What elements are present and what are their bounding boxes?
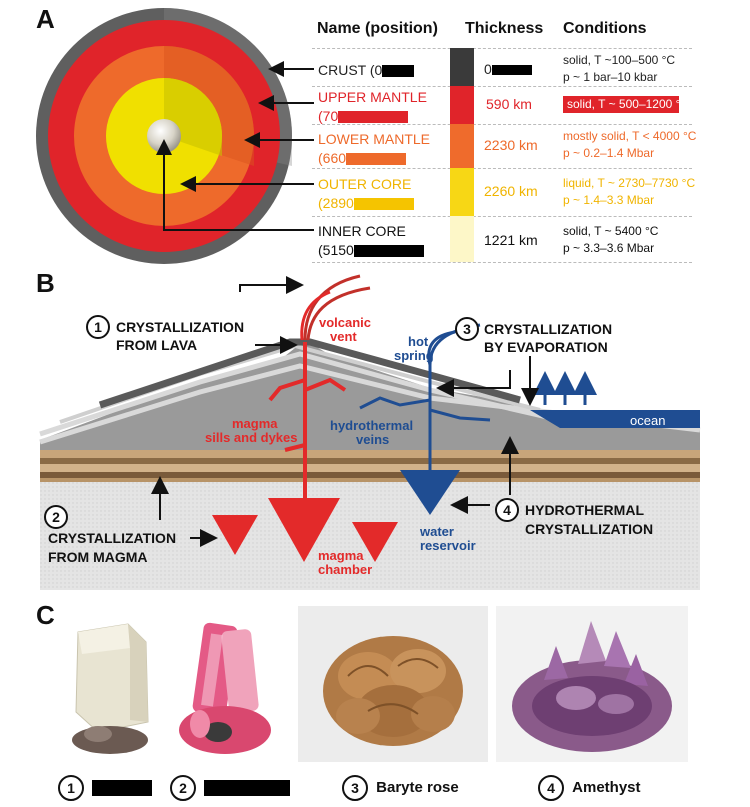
inner-core-sphere: [147, 119, 181, 153]
volcanic-vent-plume: [300, 274, 371, 341]
svg-text:HYDROTHERMAL: HYDROTHERMAL: [525, 502, 644, 518]
ocean-label: ocean: [630, 413, 665, 428]
magma-sills-label: magma: [232, 416, 278, 431]
header-conditions: Conditions: [563, 20, 647, 37]
svg-text:CRYSTALLIZATION: CRYSTALLIZATION: [525, 521, 653, 537]
magma-chamber-small: [212, 515, 258, 555]
svg-text:reservoir: reservoir: [420, 538, 476, 553]
svg-text:2: 2: [52, 509, 60, 525]
magma-chamber-right: [352, 522, 398, 562]
crystallization-diagram: ocean volca: [39, 274, 701, 590]
layer-name: CRUST (0: [318, 62, 383, 78]
band-crust: [450, 48, 474, 86]
evaporation-arrows: [533, 371, 597, 405]
layer-name: OUTER CORE: [318, 176, 412, 192]
volcanic-vent-label: volcanic: [319, 315, 371, 330]
band-outer-core: [450, 168, 474, 216]
specimen-2-photo: [179, 622, 271, 754]
svg-text:BY EVAPORATION: BY EVAPORATION: [484, 339, 608, 355]
header-thickness: Thickness: [465, 20, 544, 37]
svg-text:CRYSTALLIZATION: CRYSTALLIZATION: [484, 321, 612, 337]
specimen-3-photo: [298, 606, 488, 762]
terrain: [40, 340, 700, 450]
layer-name: LOWER MANTLE: [318, 131, 431, 147]
svg-text:3: 3: [463, 321, 471, 337]
svg-text:veins: veins: [356, 432, 389, 447]
process-2-label: 2 CRYSTALLIZATION FROM MAGMA: [44, 505, 176, 565]
specimen-2-caption: 2: [170, 775, 291, 801]
ocean-body: [530, 410, 700, 428]
panel-label-c: C: [36, 600, 55, 630]
layer-name: UPPER MANTLE: [318, 89, 427, 105]
hot-spring-label: hot: [408, 334, 429, 349]
band-lower-mantle: [450, 124, 474, 168]
earth-cross-section: [36, 8, 292, 264]
svg-text:1: 1: [94, 319, 102, 335]
svg-text:vent: vent: [330, 329, 357, 344]
header-name: Name (position): [317, 20, 438, 37]
band-inner-core: [450, 216, 474, 262]
specimen-3-caption: 3 Baryte rose: [342, 775, 459, 801]
process-4-label: 4 HYDROTHERMAL CRYSTALLIZATION: [495, 498, 653, 537]
specimen-1-caption: 1: [58, 775, 153, 801]
hydrothermal-veins-label: hydrothermal: [330, 418, 413, 433]
magma-chamber-main: [268, 498, 340, 562]
specimen-4-caption: 4 Amethyst: [538, 775, 641, 801]
panel-label-a: A: [36, 4, 55, 34]
svg-text:CRYSTALLIZATION: CRYSTALLIZATION: [116, 319, 244, 335]
svg-text:chamber: chamber: [318, 562, 372, 577]
panel-label-b: B: [36, 268, 55, 298]
svg-text:CRYSTALLIZATION: CRYSTALLIZATION: [48, 530, 176, 546]
band-upper-mantle: [450, 86, 474, 124]
svg-text:spring: spring: [394, 348, 434, 363]
specimen-1-photo: [72, 623, 149, 754]
magma-conduits: [268, 342, 347, 520]
process-3-label: 3 CRYSTALLIZATION BY EVAPORATION: [455, 317, 612, 355]
svg-text:4: 4: [503, 502, 511, 518]
svg-text:FROM MAGMA: FROM MAGMA: [48, 549, 148, 565]
svg-text:sills and dykes: sills and dykes: [205, 430, 298, 445]
water-reservoir: [400, 470, 460, 515]
process-arrows: [151, 276, 539, 547]
magma-chamber-label: magma: [318, 548, 364, 563]
process-1-label: 1 CRYSTALLIZATION FROM LAVA: [86, 315, 244, 353]
layer-name: INNER CORE: [318, 223, 406, 239]
svg-text:FROM LAVA: FROM LAVA: [116, 337, 197, 353]
specimen-4-photo: [496, 606, 688, 762]
water-reservoir-label: water: [419, 524, 454, 539]
